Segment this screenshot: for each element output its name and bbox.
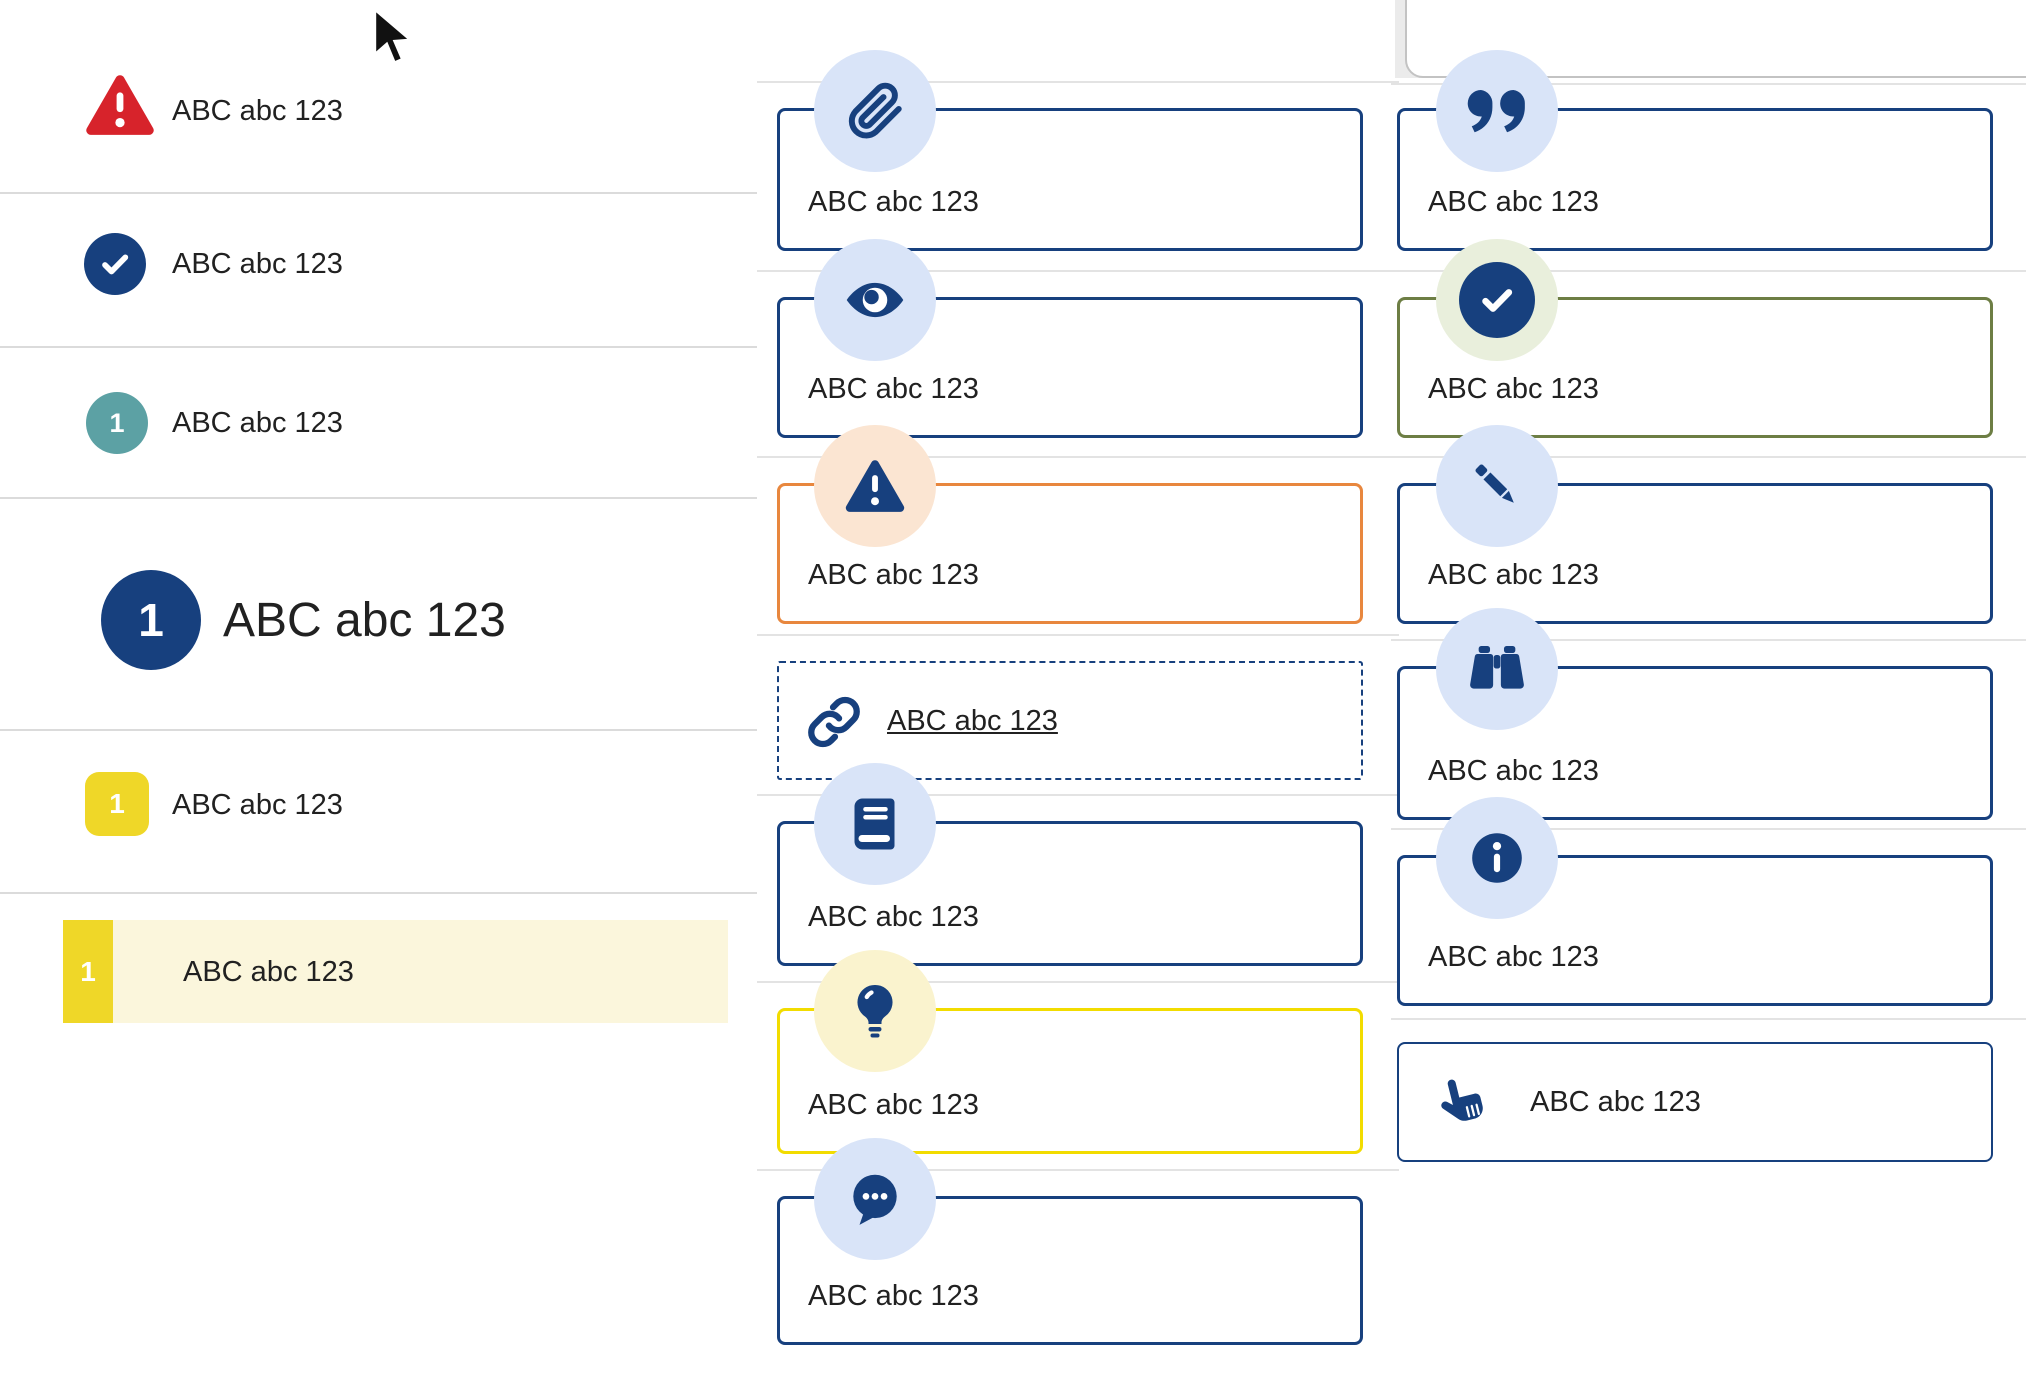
divider xyxy=(0,192,757,194)
card-label: ABC abc 123 xyxy=(808,373,979,405)
card-label: ABC abc 123 xyxy=(808,1089,979,1121)
book-card[interactable]: ABC abc 123 xyxy=(777,763,1363,966)
warning-triangle-icon xyxy=(86,75,154,135)
badge-number: 1 xyxy=(80,955,96,987)
visibility-card[interactable]: ABC abc 123 xyxy=(777,239,1363,438)
divider xyxy=(0,729,757,731)
action-card[interactable]: ABC abc 123 xyxy=(1397,1042,1993,1162)
card-label: ABC abc 123 xyxy=(1530,1086,1701,1118)
quote-card[interactable]: ABC abc 123 xyxy=(1397,50,1993,251)
attachment-card[interactable]: ABC abc 123 xyxy=(777,50,1363,251)
badge-number: 1 xyxy=(109,407,125,438)
tip-card[interactable]: ABC abc 123 xyxy=(777,950,1363,1154)
separator xyxy=(1391,83,2026,85)
icon-chip xyxy=(1436,425,1558,547)
mouse-cursor xyxy=(372,6,416,66)
separator xyxy=(1391,639,2026,641)
hand-pointer-icon xyxy=(1441,1079,1483,1121)
comment-card[interactable]: ABC abc 123 xyxy=(777,1138,1363,1345)
icon-chip xyxy=(814,425,936,547)
card-link[interactable]: ABC abc 123 xyxy=(887,704,1058,737)
separator xyxy=(757,794,1399,796)
separator xyxy=(1391,828,2026,830)
warning-card[interactable]: ABC abc 123 xyxy=(777,425,1363,624)
icon-chip xyxy=(814,763,936,885)
divider xyxy=(0,892,757,894)
list-item-label: ABC abc 123 xyxy=(172,248,343,280)
separator xyxy=(757,634,1399,636)
icon-chip xyxy=(814,50,936,172)
link-icon xyxy=(808,696,860,748)
link-card[interactable]: ABC abc 123 xyxy=(777,661,1363,780)
card-label: ABC abc 123 xyxy=(808,186,979,218)
separator xyxy=(757,270,1399,272)
yellow-number-badge: 1 xyxy=(85,772,149,836)
quote-icon xyxy=(1467,90,1525,133)
list-item-label: ABC abc 123 xyxy=(172,95,343,127)
info-card[interactable]: ABC abc 123 xyxy=(1397,797,1993,1006)
icon-chip xyxy=(1436,50,1558,172)
check-icon xyxy=(1459,262,1535,338)
highlighted-list-item[interactable]: 1 ABC abc 123 xyxy=(63,920,728,1023)
icon-chip xyxy=(814,1138,936,1260)
separator xyxy=(1391,270,2026,272)
binoculars-icon xyxy=(1470,646,1524,689)
edit-card[interactable]: ABC abc 123 xyxy=(1397,425,1993,624)
badge-number: 1 xyxy=(109,788,125,819)
card-label: ABC abc 123 xyxy=(1428,559,1599,591)
separator xyxy=(757,81,1399,83)
check-circle-icon xyxy=(84,233,146,295)
navy-number-badge: 1 xyxy=(101,570,201,670)
badge-number: 1 xyxy=(138,594,164,646)
separator xyxy=(757,1169,1399,1171)
icon-chip xyxy=(814,239,936,361)
success-card[interactable]: ABC abc 123 xyxy=(1397,239,1993,438)
separator xyxy=(757,981,1399,983)
card-label: ABC abc 123 xyxy=(1428,373,1599,405)
icon-chip xyxy=(1436,608,1558,730)
card-label: ABC abc 123 xyxy=(808,559,979,591)
card-label: ABC abc 123 xyxy=(808,901,979,933)
icon-chip xyxy=(1436,797,1558,919)
separator xyxy=(757,456,1399,458)
list-item-label: ABC abc 123 xyxy=(183,955,354,988)
yellow-number-marker: 1 xyxy=(63,920,113,1023)
search-card[interactable]: ABC abc 123 xyxy=(1397,608,1993,820)
teal-number-badge: 1 xyxy=(86,392,148,454)
list-item-label: ABC abc 123 xyxy=(223,594,506,647)
warning-icon xyxy=(845,460,905,512)
info-icon xyxy=(1472,833,1522,883)
pencil-icon xyxy=(1475,464,1514,503)
card-label: ABC abc 123 xyxy=(1428,755,1599,787)
lightbulb-icon xyxy=(857,984,893,1038)
separator xyxy=(1391,456,2026,458)
list-item-label: ABC abc 123 xyxy=(172,407,343,439)
card-label: ABC abc 123 xyxy=(1428,941,1599,973)
icon-chip xyxy=(784,672,884,772)
icon-chip xyxy=(814,950,936,1072)
card-label: ABC abc 123 xyxy=(1428,186,1599,218)
eye-icon xyxy=(846,282,904,318)
separator xyxy=(1391,1018,2026,1020)
divider xyxy=(0,346,757,348)
paperclip-icon xyxy=(848,82,902,139)
card-label: ABC abc 123 xyxy=(808,1280,979,1312)
icon-chip xyxy=(1436,239,1558,361)
book-icon xyxy=(854,798,895,850)
chat-icon xyxy=(853,1174,897,1225)
divider xyxy=(0,497,757,499)
list-item-label: ABC abc 123 xyxy=(172,789,343,821)
